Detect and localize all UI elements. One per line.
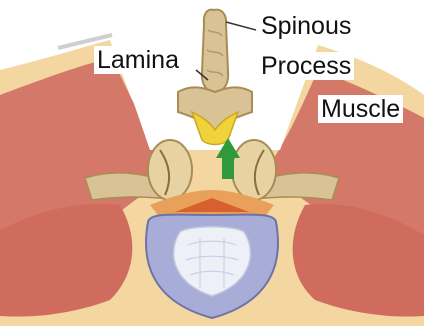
spinous-leader-line <box>226 22 256 30</box>
label-spinous-line2: Process <box>258 52 354 80</box>
left-facet-joint <box>148 140 192 200</box>
spinous-process <box>202 10 228 92</box>
label-lamina: Lamina <box>94 46 182 74</box>
label-spinous-line1: Spinous <box>258 12 354 40</box>
right-facet-joint <box>232 140 276 200</box>
label-muscle: Muscle <box>318 95 403 123</box>
